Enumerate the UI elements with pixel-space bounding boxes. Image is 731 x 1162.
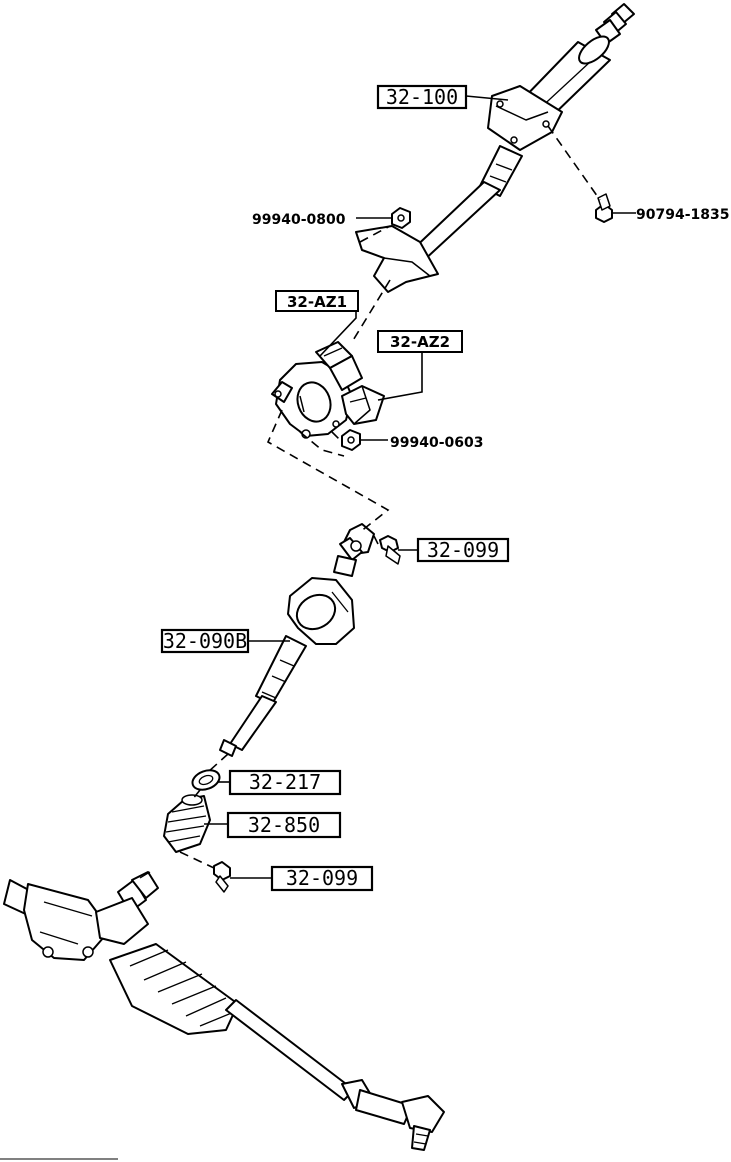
joint-bolt-upper <box>379 535 401 565</box>
seal-plate <box>191 769 221 791</box>
bracket-nut <box>391 207 411 229</box>
label-32-AZ2: 32-AZ2 <box>377 330 463 353</box>
lock-nut <box>341 429 361 451</box>
svg-text:90794-1835: 90794-1835 <box>636 207 729 223</box>
svg-text:32-AZ1: 32-AZ1 <box>287 293 347 311</box>
upper-steering-column <box>407 3 635 263</box>
svg-text:32-099: 32-099 <box>286 866 358 890</box>
label-32-100: 32-100 <box>376 84 468 110</box>
label-32-099-lower: 32-099 <box>270 865 374 892</box>
label-32-AZ1: 32-AZ1 <box>275 290 359 312</box>
label-99940-0603: 99940-0603 <box>390 435 483 451</box>
svg-text:32-100: 32-100 <box>386 85 458 109</box>
label-99940-0800: 99940-0800 <box>252 212 346 228</box>
alignment-dashed-lines <box>179 125 601 869</box>
rubber-boot <box>163 794 211 853</box>
label-32-217: 32-217 <box>228 769 342 796</box>
label-90794-1835: 90794-1835 <box>636 207 729 223</box>
svg-text:99940-0800: 99940-0800 <box>252 212 346 228</box>
lock-module <box>341 385 385 425</box>
steering-lock-assembly <box>271 341 363 439</box>
column-support-bracket <box>355 225 439 293</box>
svg-text:99940-0603: 99940-0603 <box>390 435 483 451</box>
column-bolt <box>595 193 613 223</box>
joint-bolt-lower <box>213 861 231 893</box>
label-32-850: 32-850 <box>226 811 342 839</box>
intermediate-shaft <box>219 523 375 757</box>
svg-text:32-090B: 32-090B <box>163 629 247 653</box>
label-32-090B: 32-090B <box>160 628 250 654</box>
svg-text:32-850: 32-850 <box>248 813 320 837</box>
label-32-099-upper: 32-099 <box>416 537 510 563</box>
svg-text:32-217: 32-217 <box>249 770 321 794</box>
steering-rack <box>3 871 445 1151</box>
svg-text:32-099: 32-099 <box>427 538 499 562</box>
svg-text:32-AZ2: 32-AZ2 <box>390 333 450 351</box>
